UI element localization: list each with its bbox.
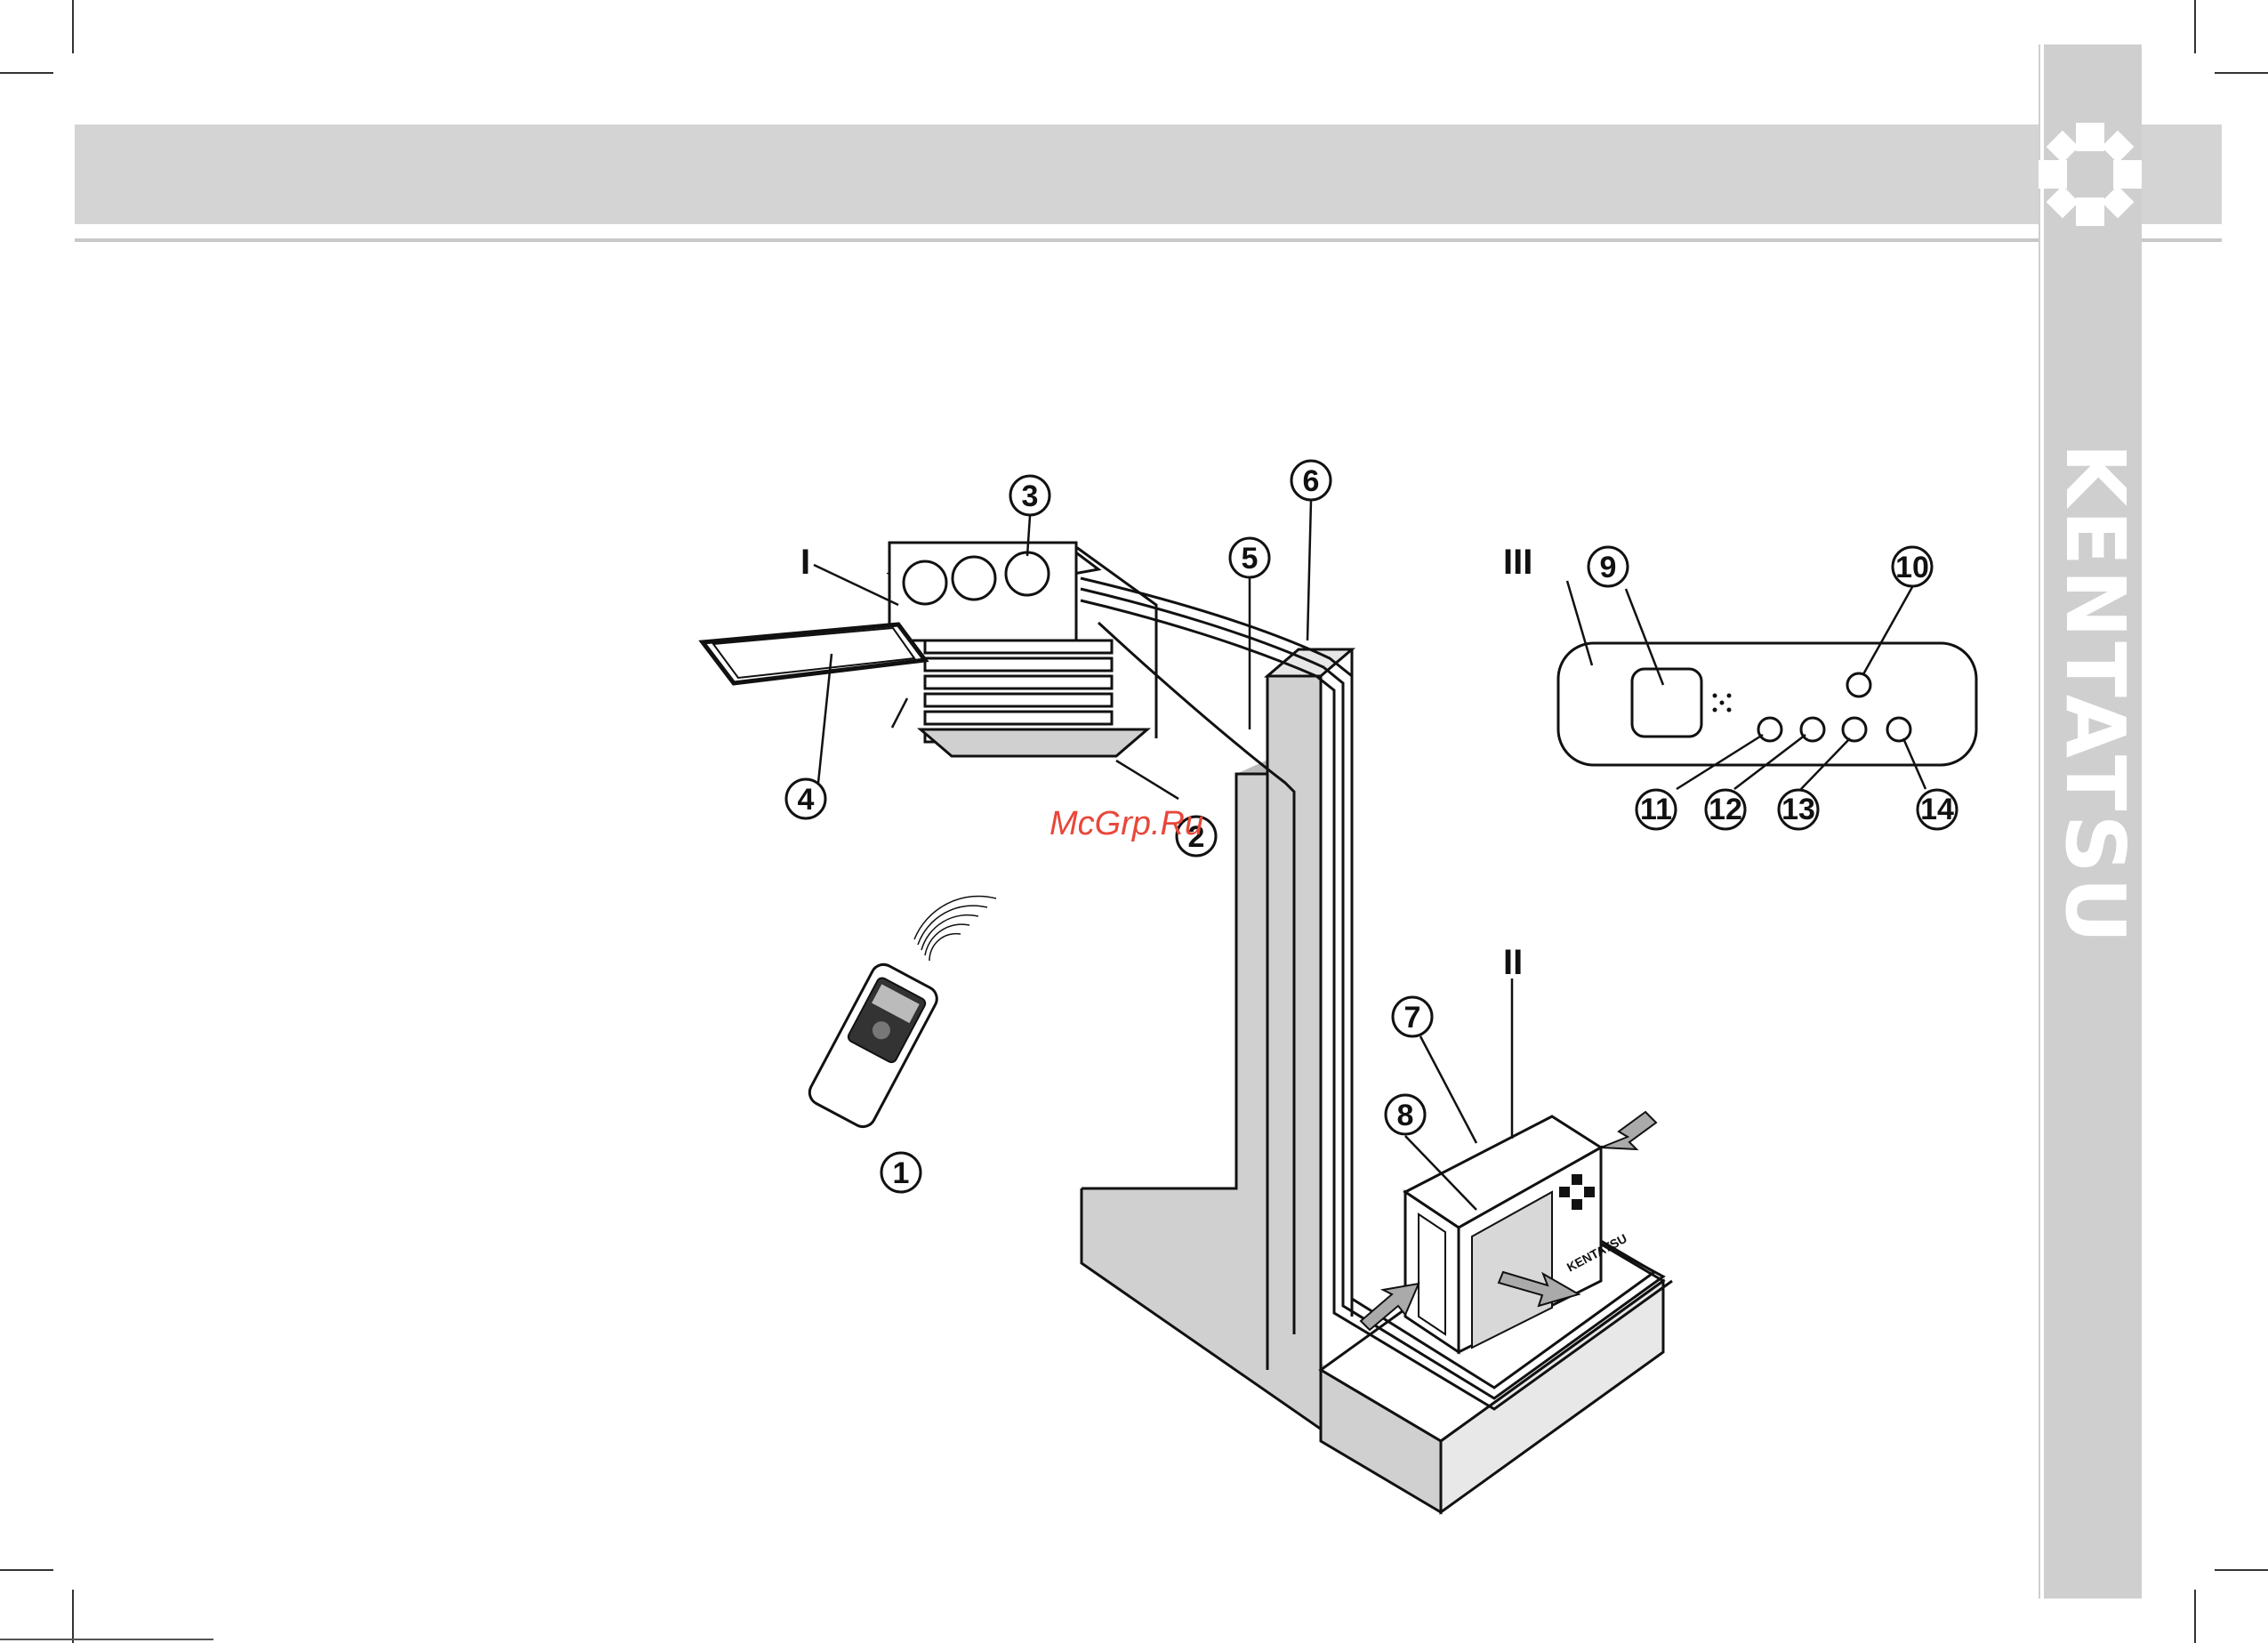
signal-waves-icon: [914, 896, 996, 961]
building-wall: [1082, 649, 1663, 1512]
callout-10: 10: [1893, 547, 1932, 586]
label-display-panel: III: [1503, 543, 1532, 582]
label-outdoor-unit: II: [1503, 943, 1523, 982]
callout-7: 7: [1393, 997, 1432, 1036]
panel-indicator-12: [1801, 718, 1824, 741]
callout-1: 1: [881, 1153, 921, 1192]
svg-text:14: 14: [1920, 793, 1954, 826]
svg-text:5: 5: [1242, 542, 1259, 576]
header-band: [75, 125, 2222, 224]
indoor-unit: [889, 543, 1156, 756]
callout-12: 12: [1706, 790, 1745, 829]
callout-6: 6: [1291, 461, 1331, 500]
callout-11: 11: [1637, 790, 1676, 829]
svg-text:13: 13: [1781, 793, 1815, 826]
svg-text:4: 4: [798, 783, 815, 817]
svg-text:7: 7: [1404, 1001, 1421, 1035]
callout-14: 14: [1918, 790, 1957, 829]
svg-text:3: 3: [1022, 479, 1039, 513]
svg-text:1: 1: [893, 1156, 910, 1190]
svg-text:11: 11: [1640, 793, 1672, 826]
svg-text:6: 6: [1303, 464, 1320, 498]
label-indoor-unit: I: [800, 543, 810, 582]
callout-8: 8: [1386, 1095, 1425, 1134]
callout-5: 5: [1230, 538, 1269, 577]
callout-13: 13: [1779, 790, 1818, 829]
svg-text:8: 8: [1397, 1099, 1414, 1132]
brand-name-vertical: KENTATSU: [2047, 443, 2143, 947]
callout-4: 4: [786, 779, 825, 818]
panel-indicator-14: [1887, 718, 1910, 741]
remote-control: [805, 960, 941, 1131]
panel-indicator-11: [1758, 718, 1781, 741]
callout-9: 9: [1588, 547, 1628, 586]
panel-indicator-13: [1843, 718, 1866, 741]
panel-indicator-10: [1847, 673, 1870, 697]
svg-text:12: 12: [1709, 793, 1742, 826]
callout-3: 3: [1010, 476, 1050, 515]
watermark-text: McGrp.Ru: [1050, 805, 1203, 842]
svg-text:10: 10: [1895, 551, 1929, 584]
svg-text:9: 9: [1600, 551, 1617, 584]
filter-panel: [703, 624, 925, 683]
display-panel: [1558, 643, 1976, 765]
